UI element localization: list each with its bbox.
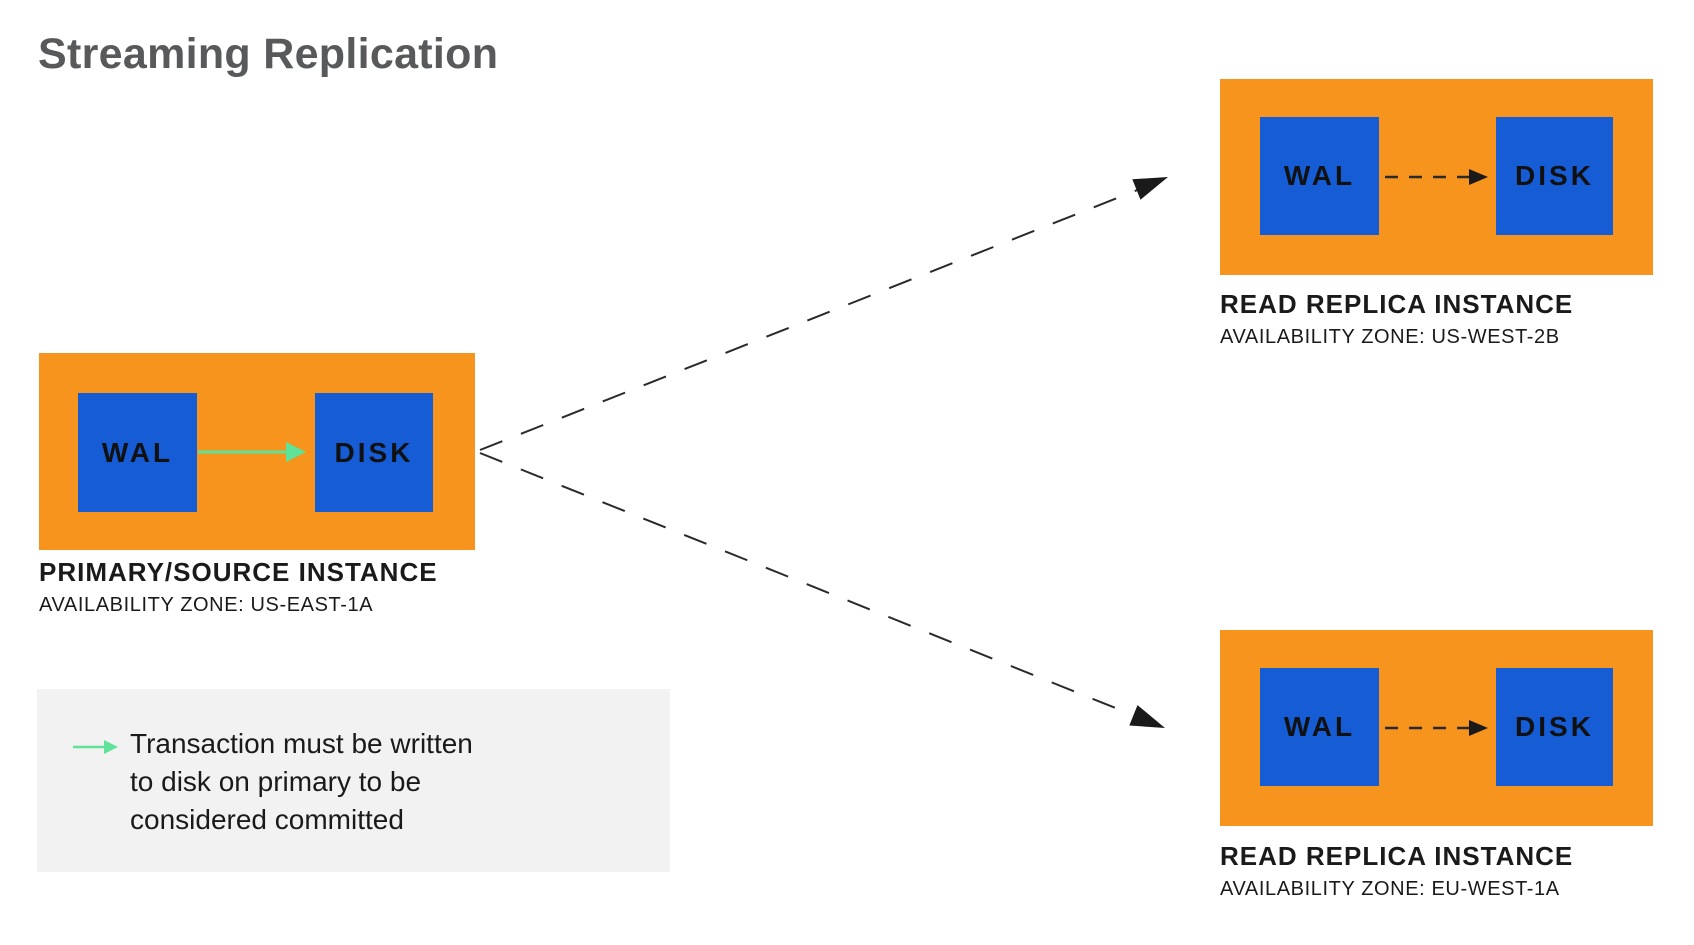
replica-bottom-wal-box: WAL	[1260, 668, 1379, 786]
page-title: Streaming Replication	[38, 30, 499, 78]
primary-wal-label: WAL	[101, 436, 174, 468]
wal-to-disk-commit-arrow-icon	[198, 442, 306, 462]
replication-arrow-bottom	[479, 452, 1165, 728]
replica-top-disk-box: DISK	[1496, 117, 1613, 235]
replica-bottom-disk-label: DISK	[1515, 711, 1594, 742]
primary-disk-label: DISK	[334, 436, 414, 468]
replica-bottom-instance-box: WAL DISK	[1220, 630, 1653, 826]
primary-instance-name: PRIMARY/SOURCE INSTANCE	[39, 557, 438, 587]
replica-top-wal-label: WAL	[1283, 160, 1356, 191]
replica-top-availability-zone: AVAILABILITY ZONE: US-WEST-2B	[1220, 326, 1560, 348]
legend-text: Transaction must be written to disk on p…	[130, 725, 473, 839]
legend-line: to disk on primary to be	[130, 766, 422, 797]
replica-top-disk-label: DISK	[1515, 160, 1594, 191]
replica-bottom-wal-to-disk-arrow-icon	[1385, 720, 1488, 736]
primary-availability-zone: AVAILABILITY ZONE: US-EAST-1A	[39, 594, 374, 616]
replica-bottom-instance-name: READ REPLICA INSTANCE	[1220, 841, 1574, 871]
primary-instance-box: WAL DISK	[39, 353, 475, 550]
replica-top-wal-to-disk-arrow-icon	[1385, 169, 1488, 185]
primary-wal-box: WAL	[78, 393, 197, 512]
primary-caption: PRIMARY/SOURCE INSTANCE AVAILABILITY ZON…	[39, 556, 438, 618]
replica-bottom-disk-box: DISK	[1496, 668, 1613, 786]
legend-line: considered committed	[130, 804, 404, 835]
legend-arrow-icon	[73, 740, 118, 754]
legend-line: Transaction must be written	[130, 728, 473, 759]
replica-bottom-caption: READ REPLICA INSTANCE AVAILABILITY ZONE:…	[1220, 840, 1573, 902]
replica-top-caption: READ REPLICA INSTANCE AVAILABILITY ZONE:…	[1220, 288, 1573, 350]
replica-top-instance-name: READ REPLICA INSTANCE	[1220, 289, 1574, 319]
replication-arrow-top	[479, 177, 1168, 451]
legend-box: Transaction must be written to disk on p…	[37, 689, 670, 872]
replica-top-instance-box: WAL DISK	[1220, 79, 1653, 275]
replica-top-wal-box: WAL	[1260, 117, 1379, 235]
replica-bottom-wal-label: WAL	[1283, 711, 1356, 742]
primary-disk-box: DISK	[315, 393, 433, 512]
replica-bottom-availability-zone: AVAILABILITY ZONE: EU-WEST-1A	[1220, 878, 1560, 900]
